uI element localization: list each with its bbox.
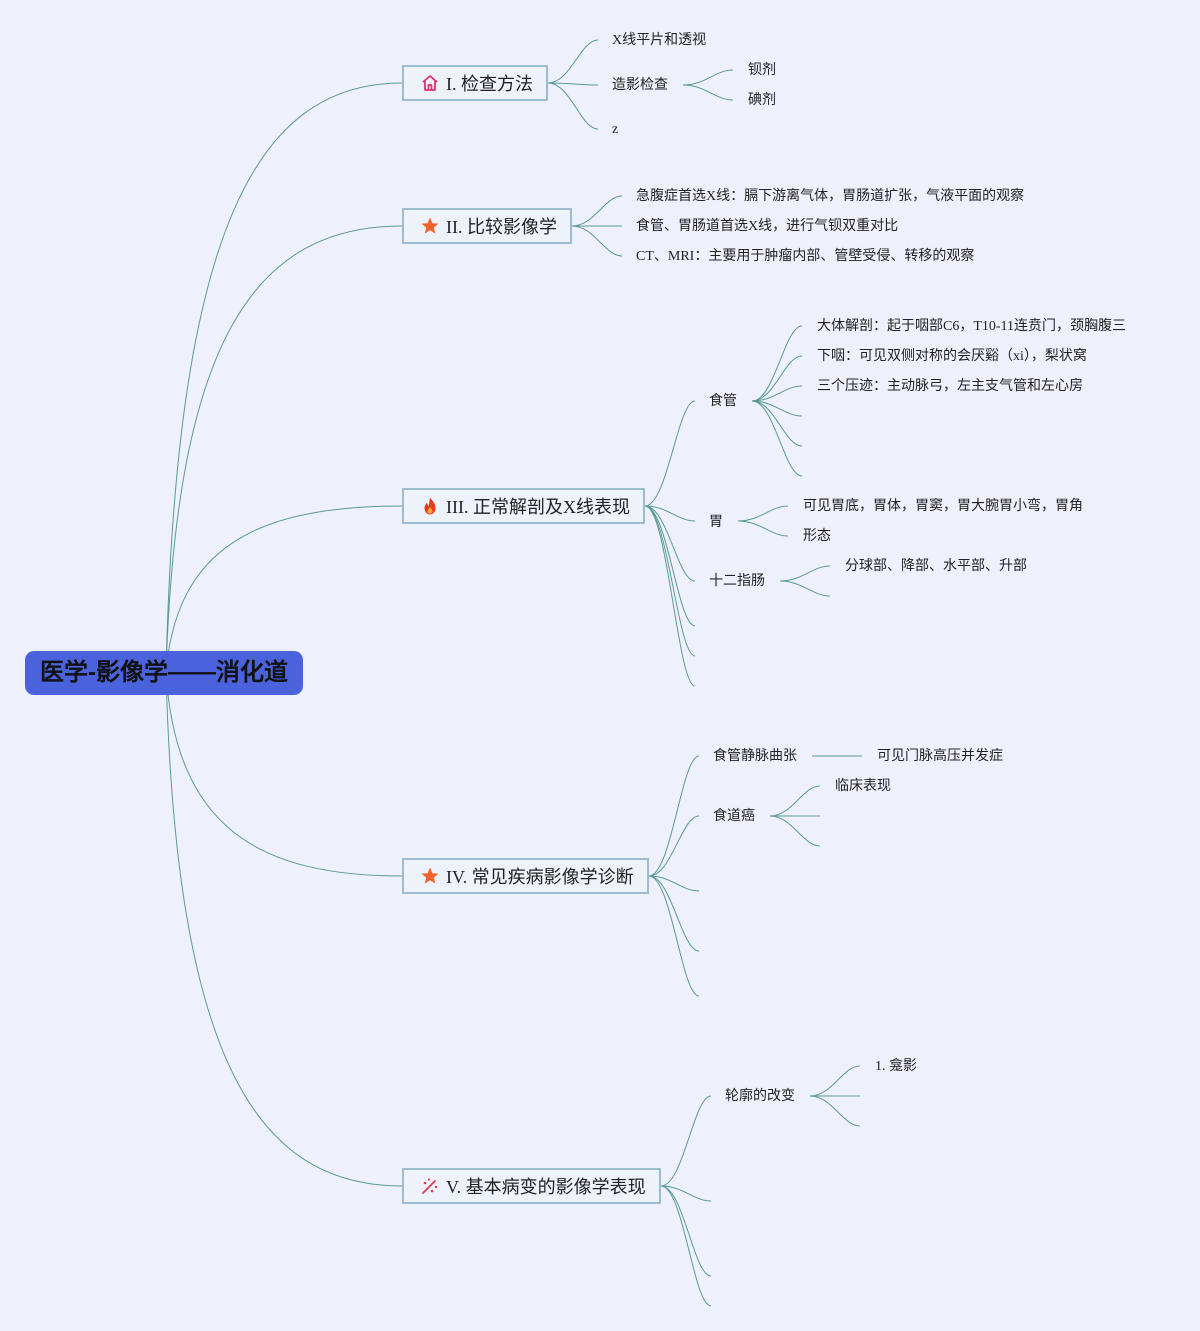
topic-acute-abdomen[interactable]: 急腹症首选X线：膈下游离气体，胃肠道扩张，气液平面的观察 <box>636 189 1025 204</box>
connector-line <box>644 505 696 687</box>
connector-line <box>648 875 700 952</box>
branch-normal-anatomy[interactable]: III. 正常解剖及X线表现 <box>402 488 645 524</box>
topic-duodenum-parts[interactable]: 分球部、降部、水平部、升部 <box>845 559 1027 574</box>
connector-line <box>648 875 700 997</box>
topic-esophageal-varices[interactable]: 食管静脉曲张 <box>713 749 797 764</box>
topic-esophageal-cancer[interactable]: 食道癌 <box>713 809 755 824</box>
topic-portal-hypertension[interactable]: 可见门脉高压并发症 <box>877 749 1003 764</box>
topic-iodine[interactable]: 碘剂 <box>748 93 776 108</box>
connector-line <box>751 355 803 402</box>
connector-line <box>644 505 696 582</box>
branch-label: I. 检查方法 <box>446 74 533 94</box>
star-icon <box>420 216 440 236</box>
connector-line <box>547 39 599 84</box>
connector-line <box>809 1095 861 1127</box>
topic-niche-shadow[interactable]: 1. 龛影 <box>875 1059 917 1074</box>
branch-label: V. 基本病变的影像学表现 <box>446 1177 646 1197</box>
branch-label: III. 正常解剖及X线表现 <box>446 497 630 517</box>
star-icon <box>420 866 440 886</box>
connector-line <box>682 69 734 86</box>
connector-line <box>809 1065 861 1097</box>
connector-line <box>648 875 700 892</box>
topic-stomach-shape[interactable]: 形态 <box>803 529 831 544</box>
topic-barium[interactable]: 钡剂 <box>748 63 776 78</box>
connector-line <box>547 82 599 86</box>
branch-exam-methods[interactable]: I. 检查方法 <box>402 65 548 101</box>
connector-line <box>644 505 696 627</box>
connector-line <box>644 400 696 507</box>
connector-line <box>769 785 821 817</box>
connector-line <box>751 400 803 447</box>
connector-line <box>165 505 403 674</box>
connector-line <box>571 195 623 227</box>
connector-line <box>769 815 821 847</box>
branch-label: IV. 常见疾病影像学诊断 <box>446 867 634 887</box>
connector-line <box>660 1095 712 1187</box>
branch-comparative-imaging[interactable]: II. 比较影像学 <box>402 208 572 244</box>
connector-line <box>648 755 700 877</box>
connector-line <box>644 505 696 522</box>
sparkle-icon <box>420 1176 440 1196</box>
topic-hypopharynx[interactable]: 下咽：可见双侧对称的会厌谿（xi），梨状窝 <box>817 349 1087 364</box>
connector-line <box>660 1185 712 1307</box>
connector-line <box>165 82 403 674</box>
topic-ct-mri[interactable]: CT、MRI：主要用于肿瘤内部、管壁受侵、转移的观察 <box>636 249 975 264</box>
topic-duodenum[interactable]: 十二指肠 <box>709 574 765 589</box>
connector-line <box>779 580 831 597</box>
connector-line <box>751 385 803 402</box>
connector-line <box>165 225 403 674</box>
home-icon <box>420 73 440 93</box>
topic-contour-change[interactable]: 轮廓的改变 <box>725 1089 795 1104</box>
connector-line <box>644 505 696 657</box>
fire-icon <box>420 496 440 516</box>
connector-line <box>682 84 734 101</box>
branch-basic-lesions[interactable]: V. 基本病变的影像学表现 <box>402 1168 661 1204</box>
connector-line <box>165 672 403 1187</box>
topic-clinical-signs[interactable]: 临床表现 <box>835 779 891 794</box>
connector-line <box>779 565 831 582</box>
topic-gross-anatomy[interactable]: 大体解剖：起于咽部C6，T10-11连贲门，颈胸腹三 <box>817 319 1127 334</box>
connector-line <box>648 815 700 877</box>
connector-line <box>165 672 403 877</box>
root-topic[interactable]: 医学-影像学——消化道 <box>25 651 303 695</box>
topic-esophagus[interactable]: 食管 <box>709 394 737 409</box>
connector-line <box>737 520 789 537</box>
topic-z[interactable]: z <box>612 122 619 137</box>
branch-common-diseases[interactable]: IV. 常见疾病影像学诊断 <box>402 858 649 894</box>
topic-double-contrast[interactable]: 食管、胃肠道首选X线，进行气钡双重对比 <box>636 219 899 234</box>
topic-contrast-exam[interactable]: 造影检查 <box>612 78 668 93</box>
topic-xray-plain-film[interactable]: X线平片和透视 <box>612 33 707 48</box>
topic-stomach[interactable]: 胃 <box>709 515 723 530</box>
connector-line <box>751 400 803 477</box>
connector-line <box>547 82 599 130</box>
connector-line <box>751 325 803 402</box>
connector-line <box>660 1185 712 1202</box>
connector-line <box>571 225 623 257</box>
topic-stomach-parts[interactable]: 可见胃底，胃体，胃窦，胃大腕胃小弯，胃角 <box>803 499 1083 514</box>
topic-three-impressions[interactable]: 三个压迹：主动脉弓，左主支气管和左心房 <box>817 379 1083 394</box>
branch-label: II. 比较影像学 <box>446 217 557 237</box>
connector-line <box>737 505 789 522</box>
